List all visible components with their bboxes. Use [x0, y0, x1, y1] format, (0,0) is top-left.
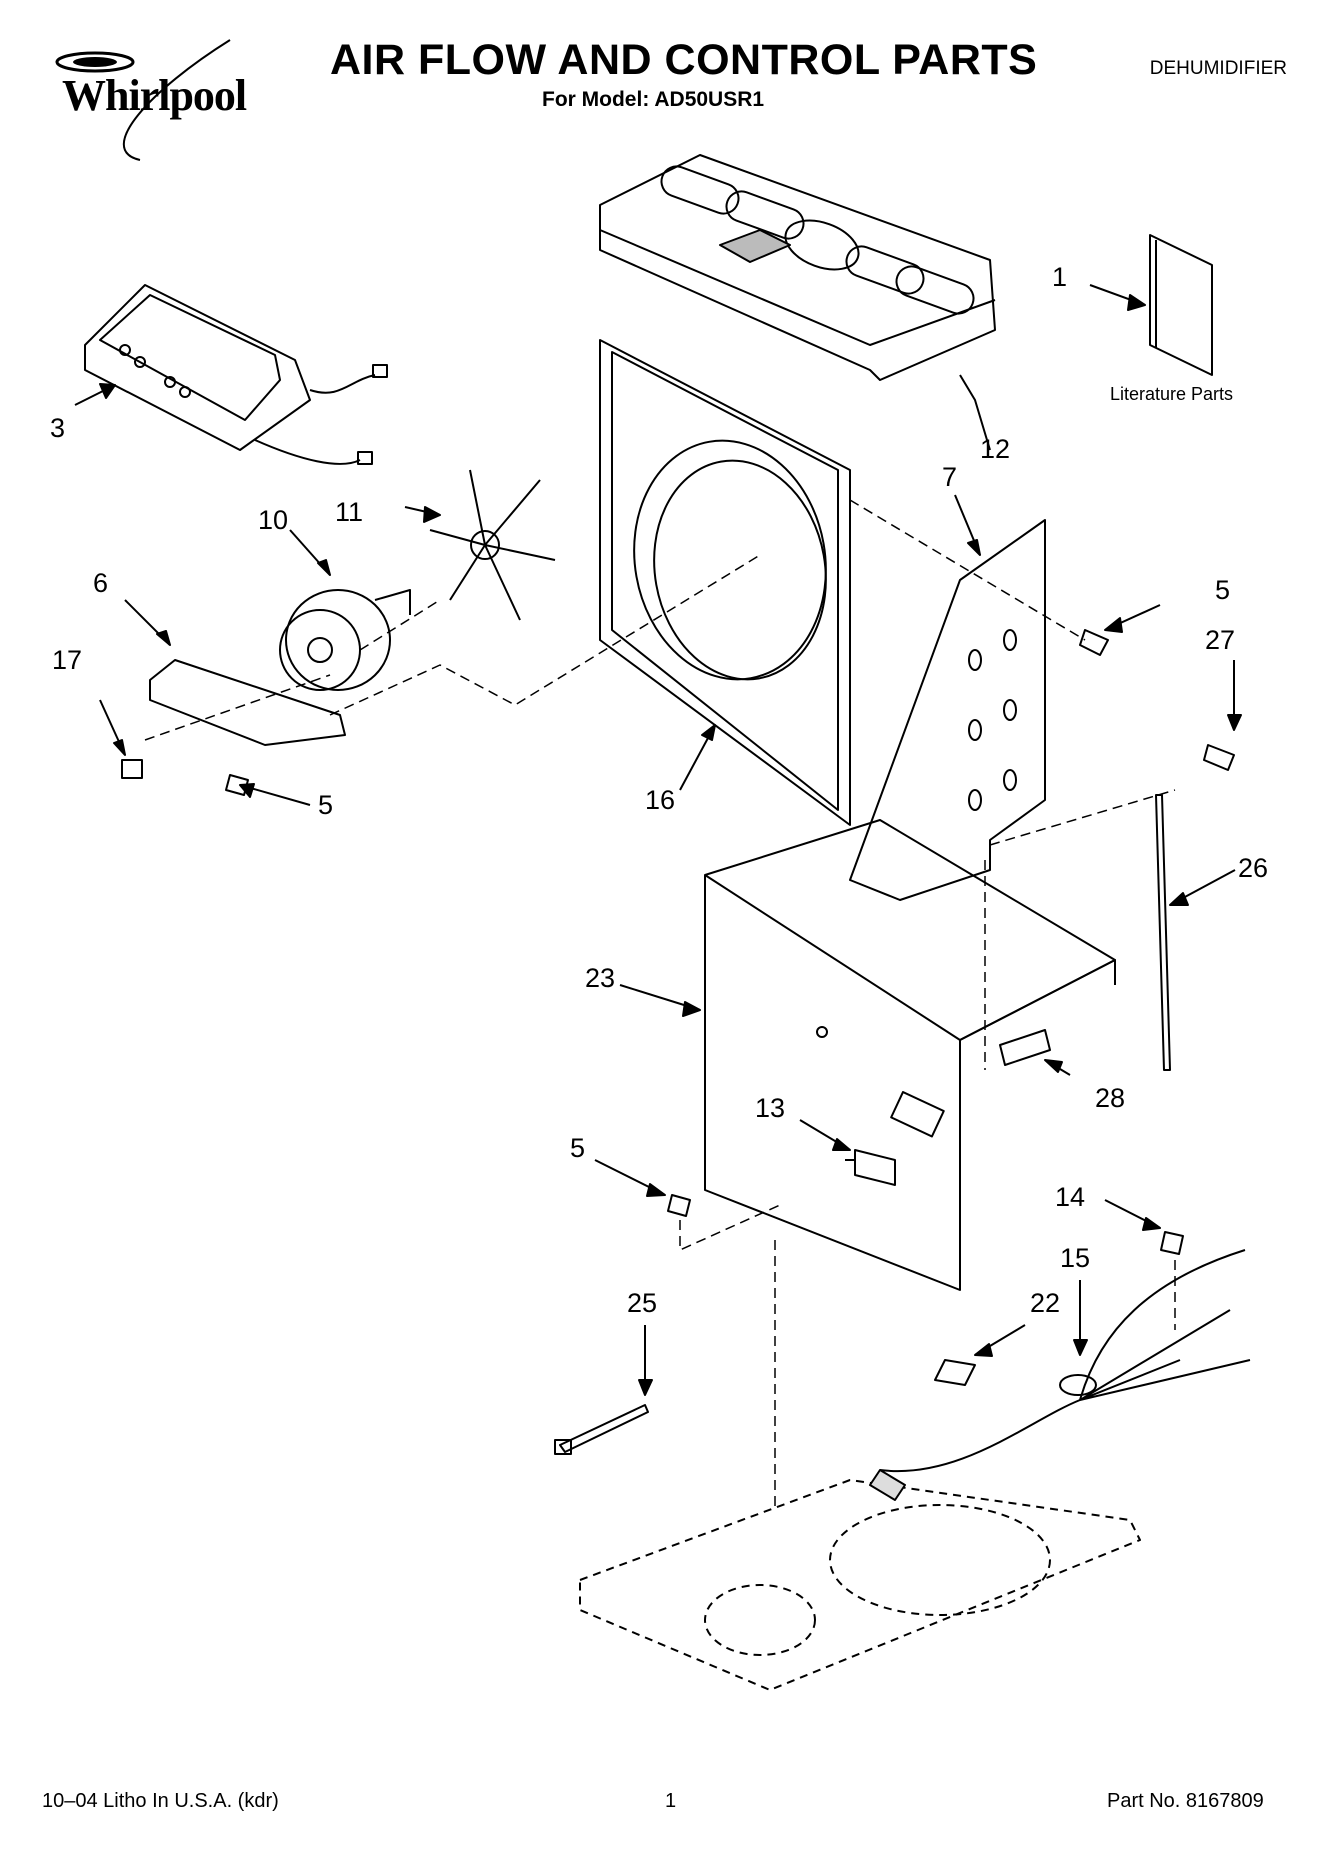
motor-bracket-part	[149, 659, 346, 746]
small-bracket-part	[999, 1029, 1051, 1066]
brand-wordmark: Whirlpool	[62, 71, 247, 120]
callout-3: 3	[50, 413, 66, 443]
mounting-bracket-part	[849, 519, 1046, 901]
callout-13: 13	[755, 1093, 786, 1123]
callout-11: 11	[335, 497, 364, 527]
callout-25: 25	[627, 1288, 658, 1318]
page-title: AIR FLOW AND CONTROL PARTS	[330, 36, 1038, 84]
fan-blade-part	[429, 469, 556, 621]
callout-26: 26	[1238, 853, 1269, 883]
callout-10: 10	[258, 505, 289, 535]
cable-tie-part	[554, 1404, 649, 1455]
callout-6: 6	[93, 568, 109, 598]
clip-part	[934, 1359, 976, 1386]
callout-5-lower: 5	[570, 1133, 586, 1163]
top-grille-part	[599, 154, 996, 381]
callout-28: 28	[1095, 1083, 1126, 1113]
float-switch-part	[845, 1149, 896, 1186]
category-label: DEHUMIDIFIER	[1149, 58, 1287, 79]
fan-motor-part	[279, 589, 411, 691]
callout-23: 23	[585, 963, 616, 993]
control-panel-part	[84, 284, 388, 465]
callout-14: 14	[1055, 1182, 1086, 1212]
assembly-lines	[144, 499, 1176, 1510]
nut-part	[121, 759, 143, 779]
callout-12: 12	[980, 434, 1011, 464]
callout-1: 1	[1052, 262, 1068, 292]
literature-parts-caption: Literature Parts	[1110, 384, 1234, 404]
callout-5-right: 5	[1215, 575, 1231, 605]
power-cord-harness-part	[869, 1249, 1251, 1501]
part-number: Part No. 8167809	[1107, 1790, 1264, 1812]
callout-17: 17	[52, 645, 83, 675]
callout-22: 22	[1030, 1288, 1061, 1318]
callout-15: 15	[1060, 1243, 1091, 1273]
callout-16: 16	[645, 785, 676, 815]
base-cabinet-part	[704, 819, 1116, 1291]
callout-7: 7	[942, 462, 958, 492]
support-rod-part	[1155, 794, 1171, 1071]
screw-parts	[225, 629, 1235, 1255]
base-pan-outline	[579, 1479, 1141, 1691]
callout-5-left: 5	[318, 790, 334, 820]
leader-arrows	[74, 284, 1242, 1396]
model-line: For Model: AD50USR1	[542, 88, 765, 111]
print-info: 10–04 Litho In U.S.A. (kdr)	[42, 1790, 279, 1812]
literature-booklet-part	[1149, 234, 1213, 376]
fan-shroud-part	[599, 339, 851, 826]
callout-27: 27	[1205, 625, 1236, 655]
page-number: 1	[665, 1790, 677, 1812]
